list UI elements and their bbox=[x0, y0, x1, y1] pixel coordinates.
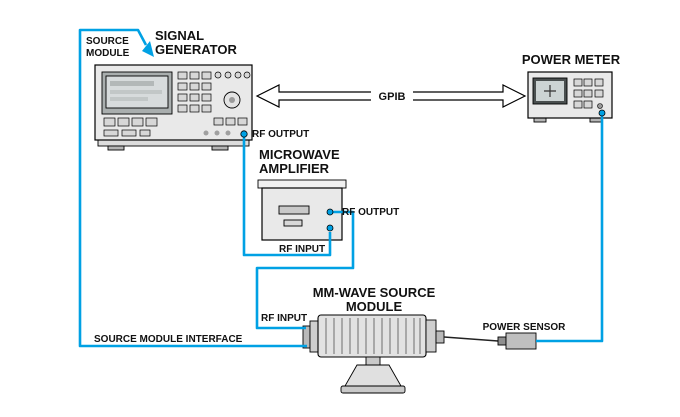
power-meter bbox=[527, 71, 613, 123]
power-meter-display bbox=[532, 77, 568, 105]
signal-generator-label-line1: SIGNAL bbox=[155, 28, 204, 43]
cooling-fins bbox=[325, 318, 421, 354]
power-meter-keypad bbox=[573, 78, 604, 109]
microwave-amplifier bbox=[257, 179, 347, 241]
siggen-rf-output-label: RF OUTPUT bbox=[252, 129, 309, 140]
signal-generator-knob bbox=[223, 91, 241, 109]
source-module-label-line1: SOURCE bbox=[86, 36, 129, 47]
module-rf-input-label: RF INPUT bbox=[261, 313, 307, 324]
rf-cable-siggen-to-amp bbox=[242, 136, 332, 257]
sensor-to-meter-cable bbox=[536, 116, 604, 343]
amp-rf-input-label: RF INPUT bbox=[279, 244, 325, 255]
microwave-amplifier-label-line2: AMPLIFIER bbox=[259, 161, 330, 176]
mm-wave-module-label-line2: MODULE bbox=[346, 299, 403, 314]
source-module-label-line2: MODULE bbox=[86, 48, 130, 59]
amp-rf-output-connector bbox=[326, 208, 334, 216]
power-sensor-label: POWER SENSOR bbox=[483, 322, 567, 333]
source-module-cable-arrowhead bbox=[142, 41, 154, 57]
source-module-interface-cable bbox=[78, 28, 307, 348]
signal-generator-label-line2: GENERATOR bbox=[155, 42, 237, 57]
signal-generator-display bbox=[101, 71, 173, 115]
module-stand bbox=[340, 356, 406, 394]
microwave-amplifier-label-line1: MICROWAVE bbox=[259, 147, 340, 162]
power-meter-connector bbox=[598, 109, 606, 117]
power-meter-label: POWER METER bbox=[522, 52, 621, 67]
source-module-interface-label: SOURCE MODULE INTERFACE bbox=[94, 334, 243, 345]
signal-generator-keypad bbox=[103, 71, 251, 137]
amp-rf-input-connector bbox=[326, 224, 334, 232]
mm-wave-module-label-line1: MM-WAVE SOURCE bbox=[313, 285, 436, 300]
power-sensor bbox=[443, 332, 537, 350]
sensor-connection-line bbox=[443, 336, 499, 342]
mm-wave-source-module bbox=[302, 314, 445, 394]
amp-rf-output-label: RF OUTPUT bbox=[342, 207, 399, 218]
signal-generator bbox=[94, 64, 253, 151]
gpib-label: GPIB bbox=[379, 91, 406, 103]
siggen-rf-output-connector bbox=[240, 130, 248, 138]
rf-cable-amp-to-module bbox=[255, 210, 355, 330]
gpib-arrow bbox=[255, 84, 527, 108]
